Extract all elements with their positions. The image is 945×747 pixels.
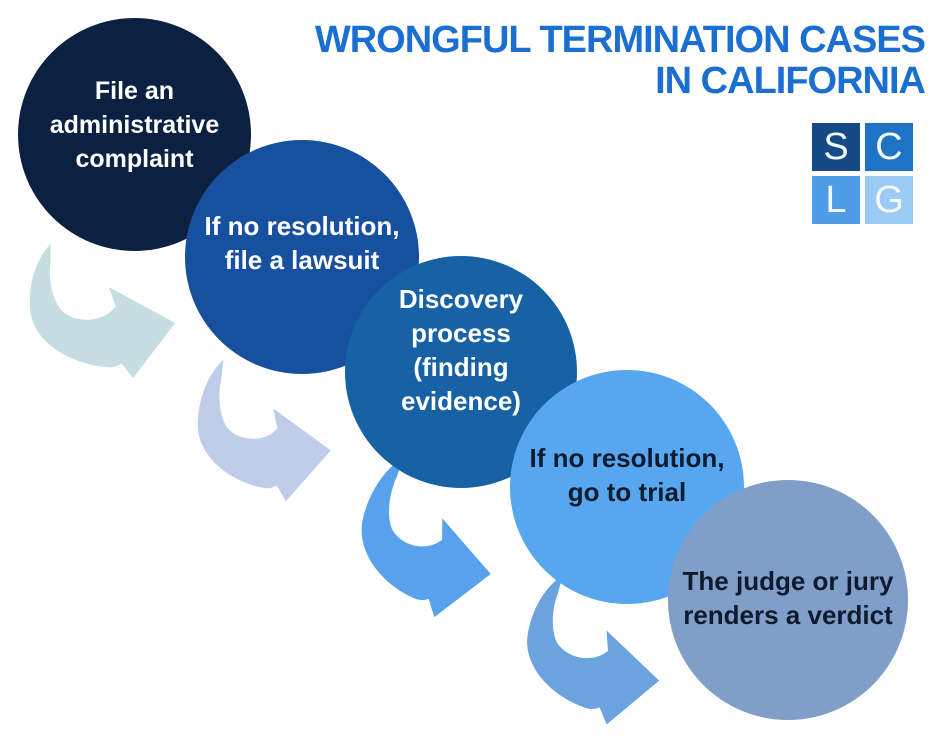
logo-square-l: L [812, 176, 860, 224]
title-line-1: WRONGFUL TERMINATION CASES [314, 19, 926, 61]
curved-arrow-icon [197, 359, 331, 502]
step-circle-5: The judge or jury renders a verdict [668, 480, 908, 720]
curved-arrow-icon [361, 457, 491, 618]
title-line-2: IN CALIFORNIA [655, 60, 926, 102]
logo-square-s: S [812, 123, 860, 171]
logo-letter-c: C [875, 126, 903, 168]
step-label-3: Discovery process (finding evidence) [398, 284, 524, 416]
curved-arrow-icon [527, 574, 660, 725]
page-title: WRONGFUL TERMINATION CASES IN CALIFORNIA [314, 19, 926, 102]
flow-arrow-1 [16, 242, 179, 380]
curved-arrow-icon [29, 243, 176, 379]
sclg-logo: S C L G [812, 123, 913, 224]
flow-arrow-3 [327, 445, 520, 632]
flow-arrow-2 [177, 354, 343, 507]
logo-square-g: G [865, 176, 913, 224]
step-label-4: If no resolution, go to trial [529, 443, 725, 507]
logo-letter-g: G [874, 179, 904, 221]
step-label-1: File an administrative complaint [49, 76, 220, 173]
logo-letter-l: L [825, 179, 847, 221]
logo-square-c: C [865, 123, 913, 171]
flow-arrow-4 [498, 565, 683, 737]
step-label-2: If no resolution, file a lawsuit [204, 211, 400, 275]
step-label-5: The judge or jury renders a verdict [682, 566, 894, 630]
logo-letter-s: S [823, 126, 849, 168]
